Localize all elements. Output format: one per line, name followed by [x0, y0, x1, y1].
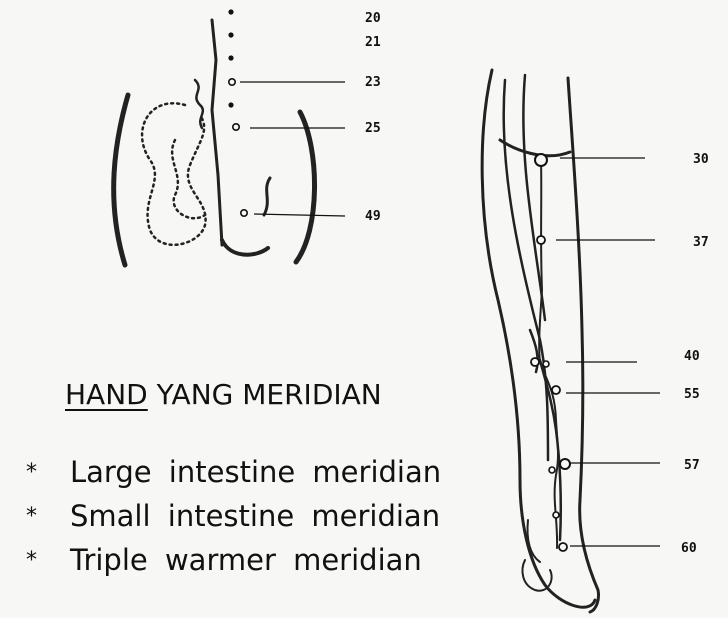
point-label-60: 60 [681, 541, 697, 556]
meridian-heading: HAND YANG MERIDIAN [65, 378, 382, 411]
list-item: * Large intestine meridian [26, 450, 441, 494]
leg-figure [482, 70, 598, 612]
bullet-asterisk: * [26, 548, 70, 573]
torso-point-labels: 20 21 23 25 49 [365, 11, 381, 224]
point-label-55: 55 [684, 387, 700, 402]
bullet-asterisk: * [26, 460, 70, 485]
list-item: * Triple warmer meridian [26, 538, 441, 582]
meridian-label: Large intestine meridian [70, 455, 441, 489]
torso-figure [114, 20, 315, 265]
meridian-label: Triple warmer meridian [70, 543, 422, 577]
point-label-23: 23 [365, 75, 381, 90]
point-label-20: 20 [365, 11, 381, 26]
point-label-21: 21 [365, 35, 381, 50]
leg-point-labels: 30 37 40 55 57 60 [681, 152, 709, 556]
point-label-40: 40 [684, 349, 700, 364]
heading-rest: YANG MERIDIAN [157, 378, 382, 411]
meridian-label: Small intestine meridian [70, 499, 440, 533]
point-label-57: 57 [684, 458, 700, 473]
list-item: * Small intestine meridian [26, 494, 441, 538]
point-label-37: 37 [693, 235, 709, 250]
point-label-25: 25 [365, 121, 381, 136]
point-label-49: 49 [365, 209, 381, 224]
point-label-30: 30 [693, 152, 709, 167]
heading-underlined-word: HAND [65, 378, 148, 411]
torso-points [228, 9, 345, 216]
meridian-list: * Large intestine meridian * Small intes… [26, 450, 441, 582]
leg-points [531, 154, 660, 551]
bullet-asterisk: * [26, 504, 70, 529]
